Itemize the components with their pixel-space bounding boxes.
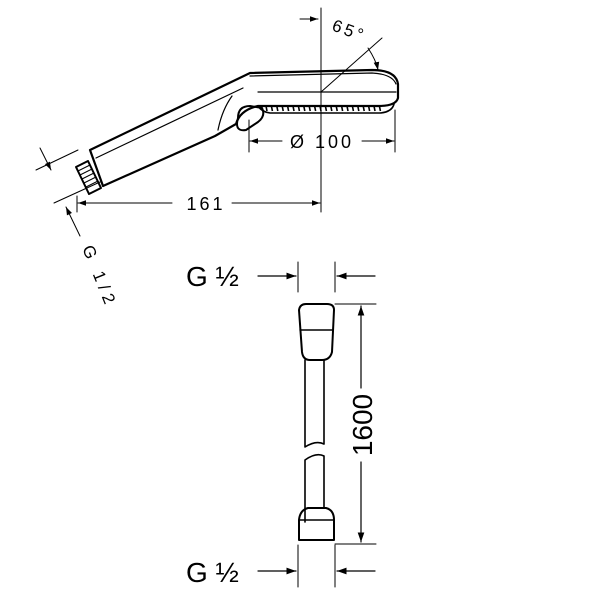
nozzle: [335, 105, 338, 112]
nozzle: [330, 105, 333, 112]
nozzle: [286, 105, 290, 112]
hose-top-fitting: [298, 303, 335, 361]
nozzle: [292, 105, 295, 112]
hose-length-dimension: 1600: [334, 303, 378, 545]
nozzle: [340, 105, 344, 112]
nozzle: [308, 105, 311, 112]
angle-label: 65°: [330, 16, 369, 46]
hose-top-thread-dimension: G ½: [186, 261, 376, 292]
nozzle: [324, 105, 328, 112]
nozzle: [276, 105, 279, 112]
nozzle: [270, 105, 274, 112]
hose-bottom-fitting: [298, 507, 335, 541]
nozzle: [367, 105, 371, 112]
nozzle: [346, 105, 349, 112]
nozzle: [297, 105, 301, 112]
hose-bottom-thread-dimension: G ½: [186, 557, 376, 588]
nozzle: [265, 105, 268, 112]
hose-top-thread-label: G ½: [186, 261, 239, 292]
nozzle: [373, 105, 376, 112]
nozzle: [303, 105, 306, 112]
nozzle: [351, 105, 355, 112]
nozzle: [357, 105, 360, 112]
hose-bottom-thread-label: G ½: [186, 557, 239, 588]
diameter-dimension: Ø 100: [248, 109, 396, 153]
nozzle: [362, 105, 365, 112]
shower-handle: [88, 68, 400, 188]
hose: [297, 261, 336, 588]
hanger-loop: [236, 105, 265, 132]
diameter-label: Ø 100: [290, 132, 354, 152]
thread-connector: [75, 160, 102, 195]
length-dimension: 161: [76, 194, 321, 214]
nozzle: [281, 105, 284, 112]
hand-shower: [75, 68, 400, 195]
nozzle: [378, 105, 382, 112]
nozzle: [313, 105, 317, 112]
length-label: 161: [186, 194, 225, 214]
thread-label: G 1/2: [78, 242, 121, 311]
hose-length-label: 1600: [347, 394, 378, 456]
